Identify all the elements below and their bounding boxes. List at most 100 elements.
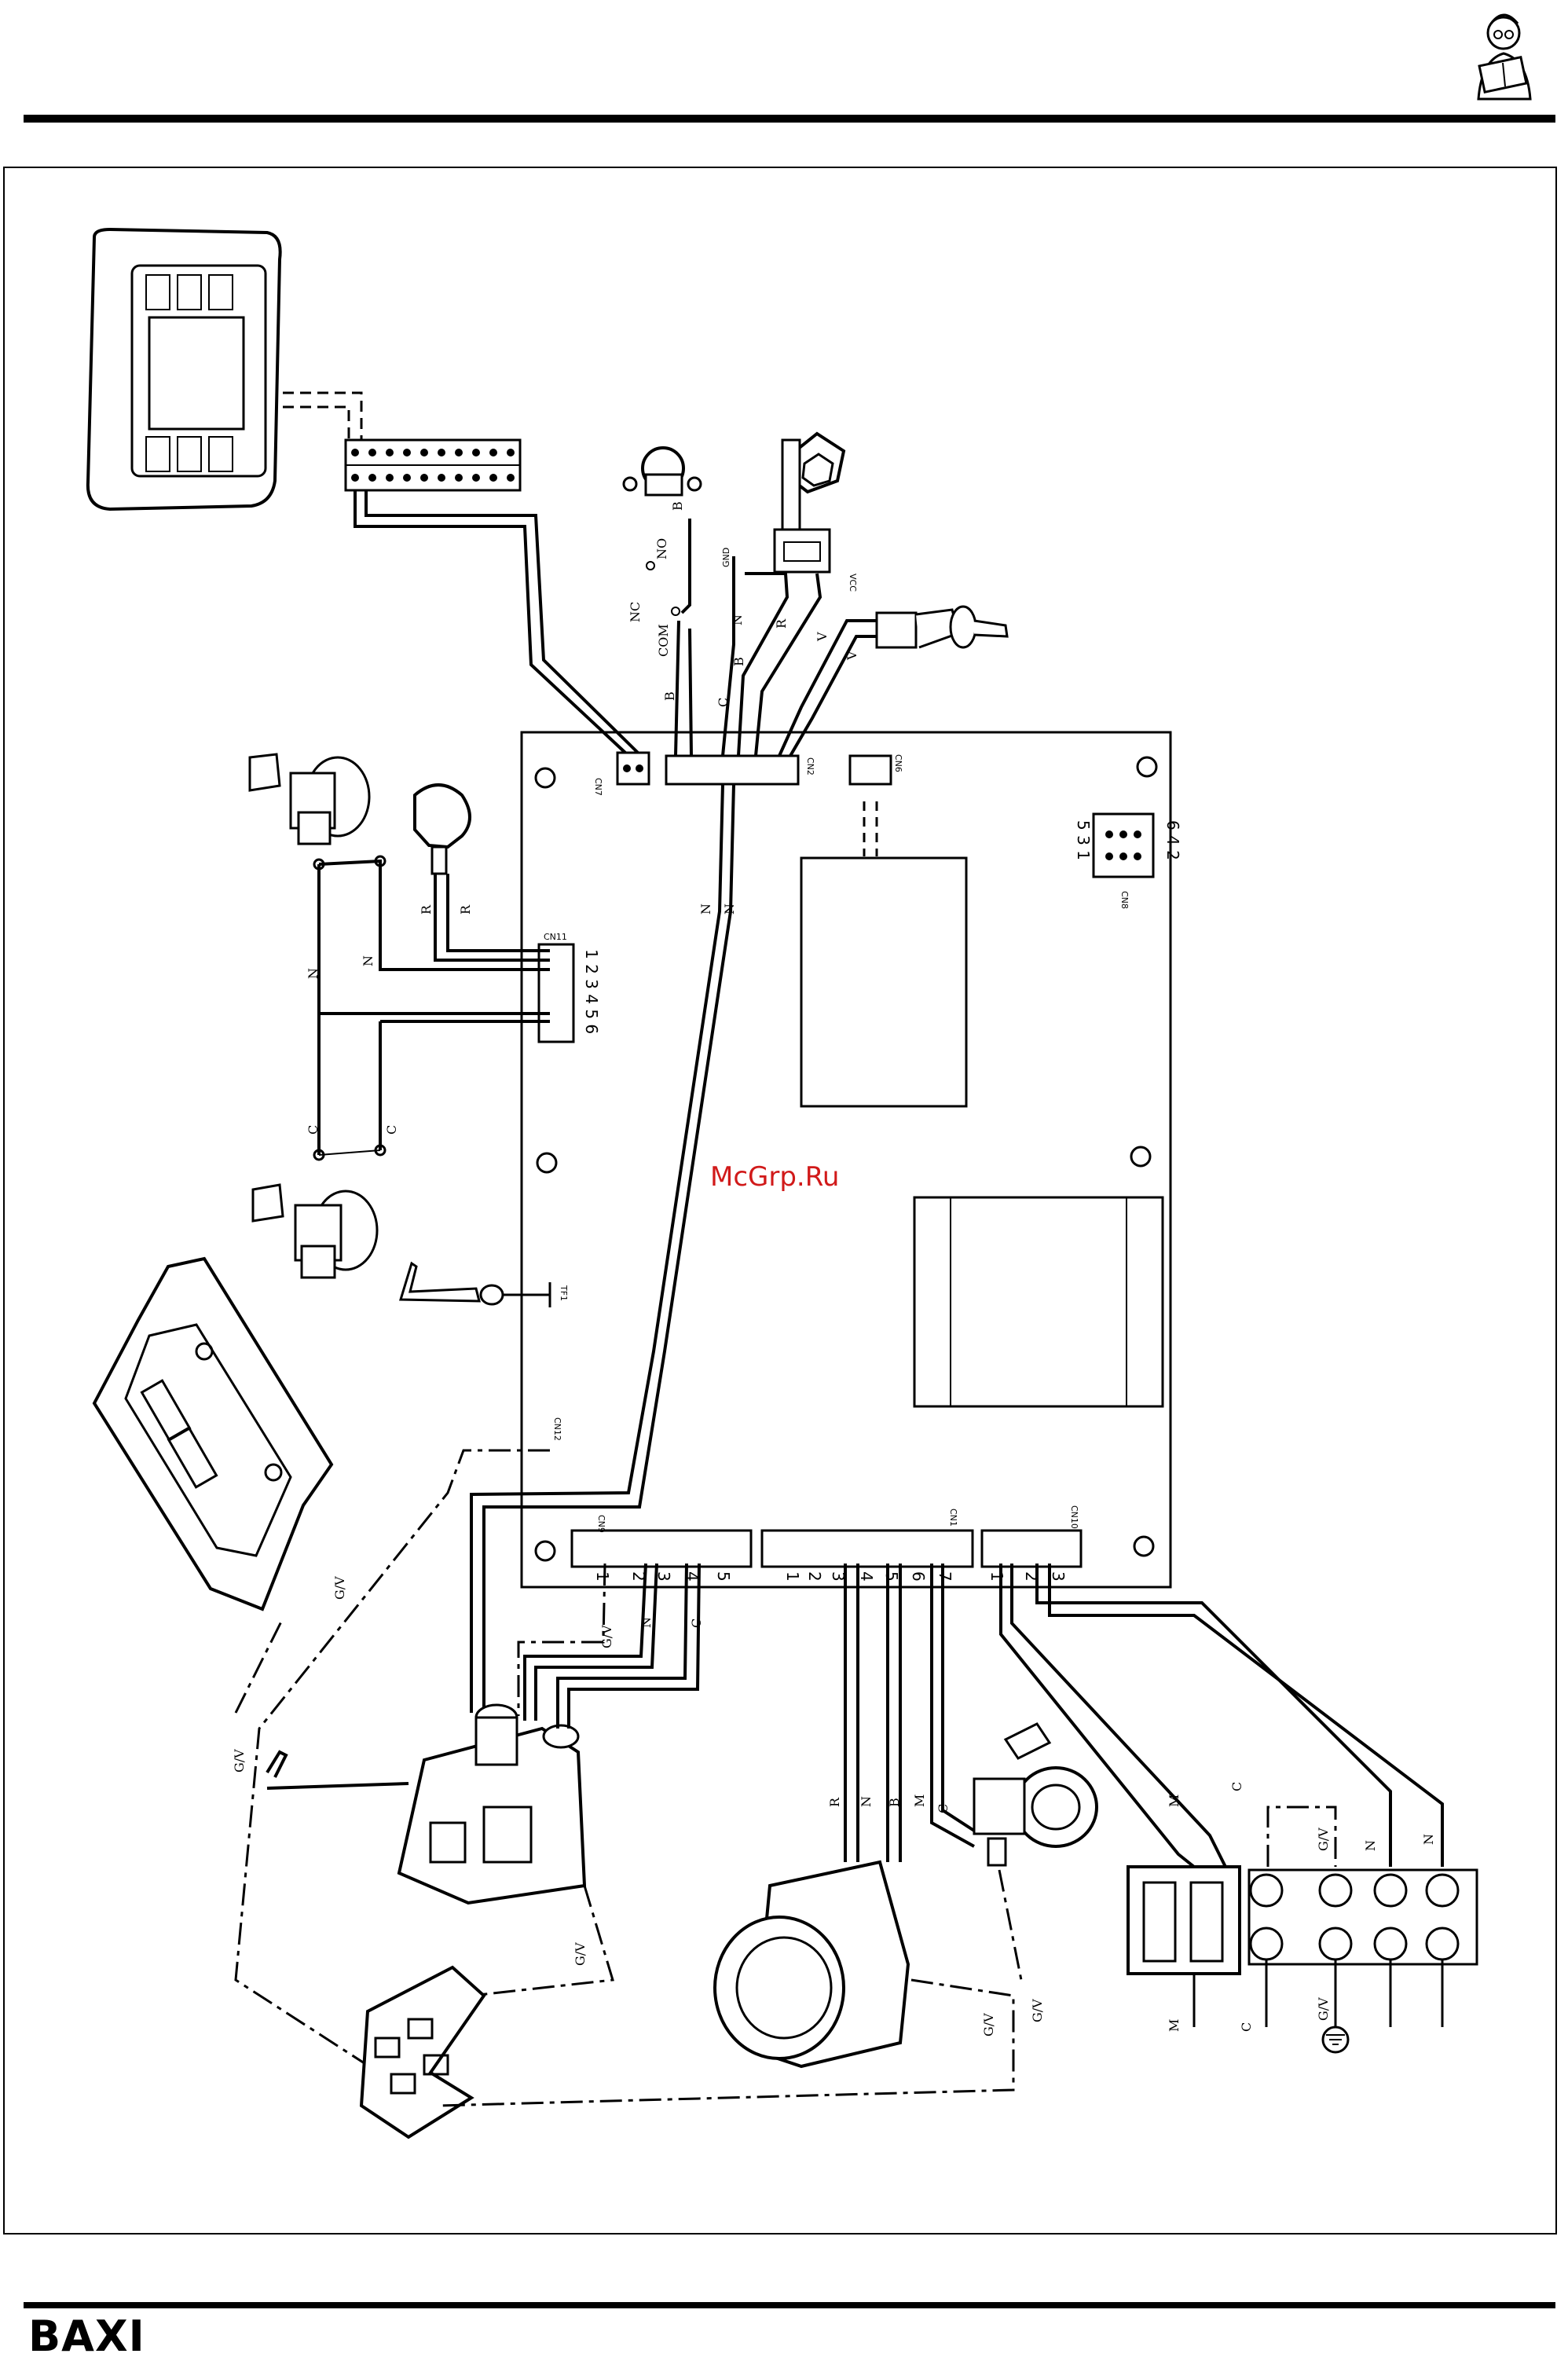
earth-icon	[1321, 2026, 1350, 2054]
wire-label: B	[887, 1798, 902, 1807]
wire-label: G/V	[573, 1942, 588, 1966]
control-board	[520, 731, 1172, 1589]
wire-label: M	[1167, 2019, 1181, 2032]
wire-label: R	[458, 904, 473, 915]
wire-label: N	[639, 1617, 654, 1628]
cn10-pin: 2	[1022, 1571, 1041, 1582]
cn8-pins-top: 5 3 1	[1074, 820, 1093, 860]
wire-label: V	[844, 651, 859, 661]
wire-label: N	[306, 968, 321, 979]
wire-label: N	[730, 614, 745, 625]
cn9-pin: 5	[714, 1571, 733, 1582]
wire-label: G/V	[232, 1749, 247, 1773]
wire-label: N	[698, 904, 713, 915]
wire-label: B	[670, 501, 685, 511]
footer-rule	[24, 2302, 1555, 2308]
connector-cn6	[848, 754, 892, 786]
connector-cn2	[665, 754, 800, 786]
wire-label: NO	[654, 538, 669, 559]
flue-temperature-probe	[398, 1261, 551, 1307]
wire-label: R	[827, 1797, 842, 1807]
wire-label: C	[689, 1619, 704, 1628]
cn1-pin: 5	[882, 1571, 901, 1582]
cn2-label: CN2	[805, 757, 815, 775]
wire-label: N	[722, 904, 737, 915]
connector-cn9	[570, 1529, 753, 1568]
wire-label: N	[361, 955, 376, 966]
watermark: McGrp.Ru	[710, 1161, 840, 1193]
cn1-pin: 6	[909, 1571, 928, 1582]
diagram-frame	[3, 167, 1557, 2235]
wire-label: B	[662, 691, 677, 701]
ntc-sensor	[875, 605, 1009, 649]
cn8-label: CN8	[1119, 891, 1130, 909]
cn10-label: CN10	[1069, 1505, 1079, 1529]
wire-label: V	[815, 632, 830, 642]
pressure-switch	[622, 446, 702, 497]
wire-label: N	[1421, 1834, 1436, 1845]
cn11-label: CN11	[544, 932, 567, 942]
wire-label: G/V	[332, 1576, 347, 1600]
wire-label: C	[1239, 2022, 1254, 2032]
cn11-pins: 1 2 3 4 5 6	[582, 949, 601, 1034]
fan	[713, 1860, 910, 2069]
overheat-thermostat-top	[248, 753, 371, 845]
flow-sensor	[773, 431, 846, 574]
wire-label: C	[716, 698, 731, 707]
wire-label: B	[731, 657, 746, 666]
overheat-thermostat-bottom	[251, 1183, 379, 1279]
tf1-label: TF1	[559, 1285, 569, 1301]
wire-label: R	[419, 904, 434, 915]
wire-label: M	[912, 1795, 927, 1807]
connector-cn10	[980, 1529, 1083, 1568]
ignition-transformer	[359, 1965, 486, 2139]
wire-label: VCC	[848, 574, 858, 592]
wire-label: NC	[628, 602, 643, 622]
wire-label: N	[1363, 1840, 1378, 1851]
cn6-label: CN6	[893, 754, 903, 772]
brand-logo: BAXI	[28, 2312, 145, 2361]
wire-label: N	[859, 1796, 874, 1807]
cn9-pin: 2	[629, 1571, 648, 1582]
cn10-pin: 1	[987, 1571, 1006, 1582]
cn10-pin: 3	[1049, 1571, 1068, 1582]
terminal-strip-top	[344, 438, 522, 492]
wire-label: G/V	[599, 1625, 614, 1648]
cn1-pin: 7	[936, 1571, 954, 1582]
connector-cn1	[760, 1529, 974, 1568]
wire-label: R	[774, 618, 789, 629]
cn8-pins-bottom: 6 4 2	[1163, 820, 1182, 860]
cn9-pin: 3	[654, 1571, 673, 1582]
header-rule	[24, 115, 1555, 123]
cn1-pin: 4	[857, 1571, 876, 1582]
cn9-label: CN9	[596, 1515, 606, 1533]
pump	[973, 1722, 1098, 1867]
mounting-bracket	[92, 1256, 334, 1611]
wire-label: M	[1167, 1795, 1181, 1807]
wire-label: G/V	[981, 2013, 996, 2037]
wire-label: G/V	[1030, 1999, 1045, 2022]
cn1-pin: 2	[805, 1571, 824, 1582]
room-controller	[86, 227, 282, 511]
wire-label: G/V	[1316, 1828, 1331, 1851]
wire-label: C	[306, 1125, 321, 1135]
connector-cn7	[616, 751, 650, 786]
cn1-pin: 1	[783, 1571, 802, 1582]
wire-label: C	[936, 1804, 951, 1813]
wire-label: C	[384, 1125, 399, 1135]
cn1-pin: 3	[829, 1571, 848, 1582]
cn1-label: CN1	[948, 1509, 958, 1527]
reading-man-icon	[1477, 13, 1532, 101]
cn7-label: CN7	[593, 778, 603, 796]
connector-cn8	[1092, 812, 1155, 878]
cn9-pin: 4	[683, 1571, 702, 1582]
wire-label: COM	[656, 624, 671, 657]
flame-electrode-top	[413, 783, 471, 875]
wire-label: G/V	[1316, 1997, 1331, 2021]
wire-label: C	[1229, 1782, 1244, 1791]
wire-label: GND	[721, 548, 731, 567]
cn9-pin: 1	[593, 1571, 612, 1582]
gas-valve	[266, 1703, 587, 1905]
mains-terminal-block	[1127, 1865, 1478, 2027]
